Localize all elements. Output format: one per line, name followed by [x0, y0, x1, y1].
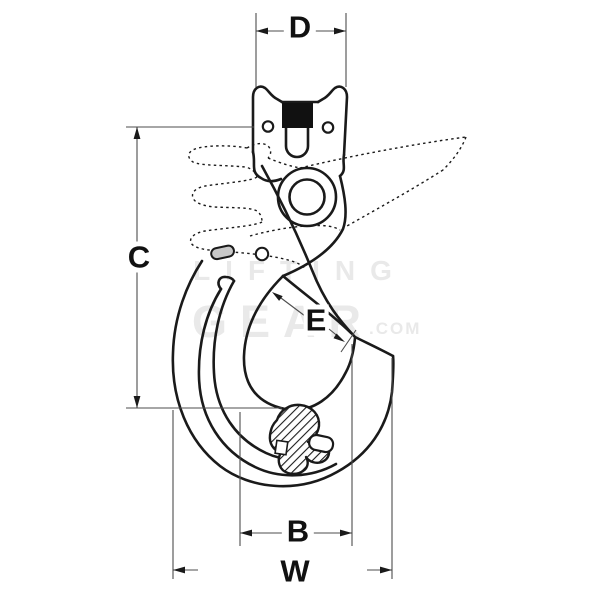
dimension-label-c: C — [122, 241, 156, 273]
retainer-clip — [210, 244, 235, 261]
arrow-b-left — [240, 529, 252, 537]
dimension-arrowheads — [133, 27, 392, 574]
grip-band-2-dotted — [191, 176, 263, 223]
grip-curl-dotted — [246, 142, 272, 159]
arrow-c-top — [133, 127, 141, 139]
trigger-tip-dotted — [442, 136, 467, 171]
throat-upper-right-edge — [281, 274, 353, 335]
cross-body-wavy-dotted — [249, 224, 341, 237]
watermark: LIFTING GEAR .COM — [192, 255, 421, 347]
clevis-neck-left — [251, 150, 283, 183]
bowl-middle-arc — [197, 287, 338, 477]
watermark-suffix: .COM — [369, 319, 421, 338]
trigger-lower-dotted — [339, 169, 444, 231]
clevis-right-edge — [316, 85, 349, 157]
chain-link-section — [268, 403, 335, 476]
latch-left-edge — [260, 164, 357, 339]
arrow-d-right — [334, 27, 346, 35]
dim-e-leader-upper — [280, 297, 306, 317]
hook-body — [171, 85, 395, 488]
clevis-slot — [284, 126, 310, 159]
watermark-line1: LIFTING — [193, 255, 407, 286]
cross-body-upper-dotted — [267, 157, 301, 169]
arrow-b-right — [340, 529, 352, 537]
load-pin — [282, 103, 313, 128]
pivot-bore — [288, 178, 326, 216]
trigger-upper-dotted — [299, 136, 467, 169]
arrow-d-left — [256, 27, 268, 35]
clevis-neck-right — [338, 153, 346, 178]
watermark-line2: GEAR — [192, 296, 374, 347]
grip-band-1-dotted — [188, 145, 258, 178]
clevis-left-edge — [251, 85, 284, 154]
grip-band-3-dotted — [189, 221, 307, 270]
clevis-hole-right — [321, 121, 335, 134]
latch-right-edge — [281, 174, 347, 278]
chain-link-notch — [274, 439, 289, 456]
latch-pin-hole — [254, 246, 270, 262]
dimension-label-e: E — [303, 302, 329, 338]
dimension-label-w: W — [275, 555, 315, 587]
bowl-band-cap — [217, 275, 236, 291]
arrow-e-lower — [333, 333, 345, 342]
clevis-hole-left — [261, 120, 275, 133]
dimension-label-d: D — [283, 11, 317, 43]
dim-e-tip-ext — [340, 329, 357, 353]
arrow-c-bottom — [133, 396, 141, 408]
hook-beak — [353, 335, 395, 358]
arrow-w-left — [173, 566, 185, 574]
chain-link-ear-tab — [308, 433, 335, 454]
arrow-w-right — [380, 566, 392, 574]
dimension-label-b: B — [281, 515, 315, 547]
arrow-e-upper — [272, 292, 283, 301]
